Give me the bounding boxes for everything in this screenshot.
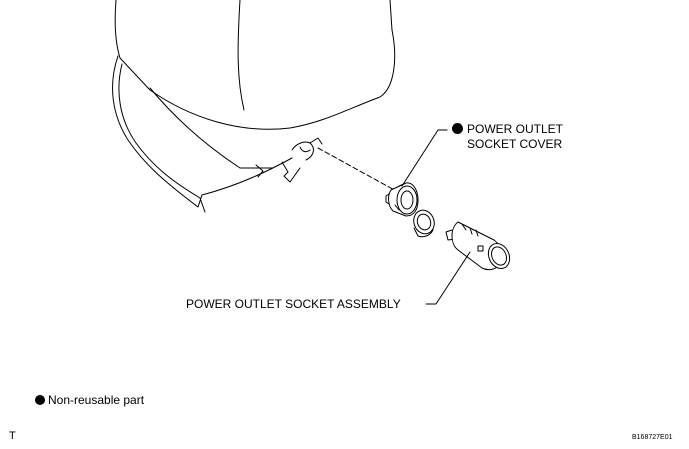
socket-cover-part xyxy=(385,182,435,238)
console-panel xyxy=(112,0,396,213)
figure-id: B168727E01 xyxy=(632,434,673,441)
socket-cover-label-line1: POWER OUTLET xyxy=(467,122,564,136)
socket-assembly-label: POWER OUTLET SOCKET ASSEMBLY xyxy=(186,297,401,311)
socket-cover-leader-line xyxy=(401,129,448,187)
alignment-dashed-line xyxy=(317,147,399,193)
non-reusable-marker-icon xyxy=(452,123,463,134)
socket-cover-label-line2: SOCKET COVER xyxy=(467,137,563,151)
legend-text: Non-reusable part xyxy=(48,393,145,407)
filled-circle-icon xyxy=(35,395,45,405)
sheet-letter: T xyxy=(9,430,16,442)
socket-cover-label: POWER OUTLET SOCKET COVER xyxy=(452,122,563,152)
socket-assembly-part xyxy=(445,221,511,271)
legend: Non-reusable part xyxy=(35,393,144,408)
socket-assembly-leader-line xyxy=(425,251,471,305)
